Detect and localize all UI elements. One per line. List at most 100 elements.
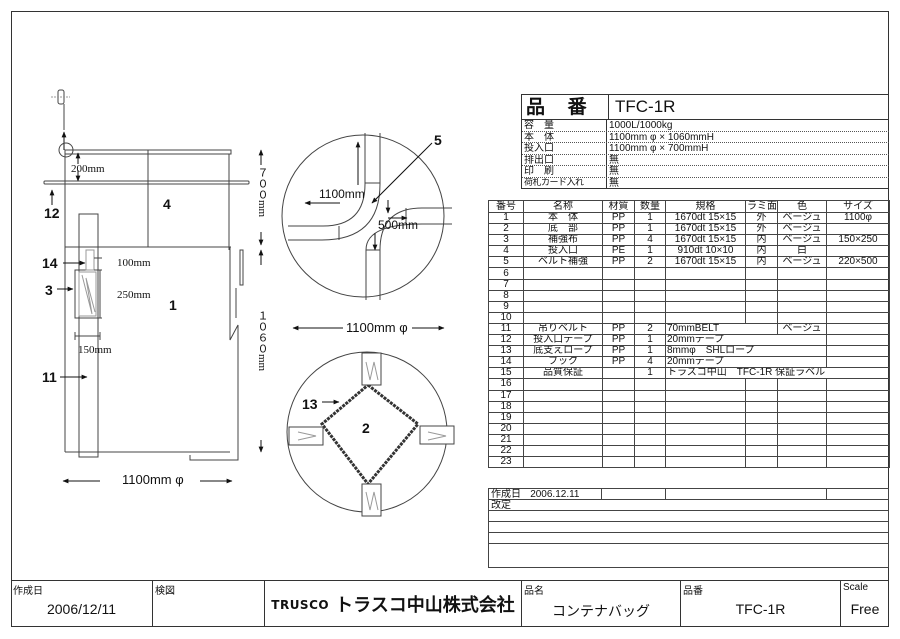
cell-lami — [745, 433, 778, 446]
cell-no: 22 — [488, 444, 524, 458]
cell-name: 品質保証 — [523, 367, 603, 380]
cell-name — [523, 300, 603, 313]
col-header-material: 材質 — [602, 200, 635, 213]
cell-spec: 1670dt 15×15 — [665, 211, 746, 225]
spec-key: 荷札カード入れ — [522, 177, 607, 188]
cell-no: 4 — [488, 245, 524, 258]
cell-name: 吊りベルト — [523, 322, 603, 336]
table-row: 22 — [488, 444, 890, 458]
tb-created-value: 2006/12/11 — [46, 601, 117, 617]
tb-scale: Scale Free — [841, 580, 889, 627]
callout-14: 14 — [42, 255, 58, 271]
cell-qty: 2 — [634, 256, 666, 269]
cell-size — [826, 267, 890, 280]
dim-250mm: 250mm — [117, 289, 151, 301]
cell-spec — [665, 422, 746, 435]
tb-created-label: 作成日 — [13, 586, 43, 597]
cell-material: PP — [602, 345, 635, 358]
cell-name: 底 部 — [523, 223, 603, 236]
cell-size — [826, 334, 890, 347]
spec-title-key: 品 番 — [522, 95, 609, 119]
cell-no: 21 — [488, 433, 524, 446]
spec-key: 印 刷 — [522, 166, 607, 177]
callout-11: 11 — [42, 369, 57, 385]
cell-qty — [634, 400, 666, 413]
cell-spec: 20mmテープ — [665, 334, 827, 347]
cell-qty — [634, 456, 666, 469]
cell-size — [826, 300, 890, 313]
cell-spec: 8mmφ SHLロープ — [665, 345, 827, 358]
cell-no: 14 — [488, 356, 524, 369]
callout-4: 4 — [163, 196, 171, 212]
dim-200mm: 200mm — [71, 163, 105, 175]
cell-lami: 外 — [745, 223, 778, 236]
cell-name — [523, 289, 603, 302]
cell-spec — [665, 311, 746, 324]
spec-row: 排出口無 — [522, 154, 889, 166]
cell-qty — [634, 311, 666, 324]
cell-color: 白 — [777, 245, 827, 258]
cell-size — [826, 245, 890, 258]
cell-no: 3 — [488, 234, 524, 247]
cell-spec: 910dt 10×10 — [665, 245, 746, 258]
cell-size — [826, 433, 890, 446]
spec-title-value: TFC-1R — [615, 97, 676, 116]
tb-scale-value: Free — [850, 601, 880, 617]
cell-spec — [665, 378, 746, 391]
cell-spec — [665, 456, 746, 469]
cell-color: ベージュ — [777, 256, 827, 269]
cell-lami — [745, 422, 778, 435]
cell-size: 150×250 — [826, 234, 890, 247]
spec-value: 1000L/1000kg — [609, 120, 673, 131]
callout-1: 1 — [169, 297, 177, 313]
cell-name — [523, 389, 603, 402]
cell-material — [602, 433, 635, 446]
cell-size — [826, 411, 890, 424]
col-header-color: 色 — [777, 200, 827, 213]
cell-name: 投入口 — [523, 245, 603, 258]
callout-13: 13 — [302, 396, 318, 412]
table-row: 18 — [488, 400, 890, 413]
tb-product-name: 品名 コンテナバッグ — [522, 580, 681, 627]
cell-color — [777, 267, 827, 280]
col-header-name: 名称 — [523, 200, 603, 213]
cell-spec — [665, 267, 746, 280]
cell-color — [777, 389, 827, 402]
spec-value: 無 — [609, 177, 619, 189]
created-value: 2006.12.11 — [530, 489, 580, 500]
cell-qty: 1 — [634, 223, 666, 236]
col-header-no: 番号 — [488, 200, 524, 213]
tb-product-no: 品番 TFC-1R — [681, 580, 841, 627]
callout-2: 2 — [362, 420, 370, 436]
cell-no: 5 — [488, 256, 524, 269]
cell-color: ベージュ — [777, 234, 827, 247]
dim-1100mm: 1100mm — [319, 187, 365, 201]
cell-color — [777, 278, 827, 291]
cell-material: PP — [602, 334, 635, 347]
cell-size — [826, 389, 890, 402]
cell-lami — [745, 267, 778, 280]
created-label: 作成日 — [491, 489, 521, 500]
cell-no: 6 — [488, 267, 524, 280]
cell-qty — [634, 267, 666, 280]
cell-size — [826, 400, 890, 413]
cell-qty — [634, 300, 666, 313]
dim-500mm: 500mm — [378, 218, 419, 232]
spec-value: 無 — [609, 154, 619, 166]
spec-header: 品 番 TFC-1R — [522, 95, 889, 120]
hook-icon — [51, 89, 70, 130]
cell-qty: 4 — [634, 234, 666, 247]
table-row: 10 — [488, 311, 890, 324]
cell-material — [602, 278, 635, 291]
cell-color — [777, 456, 827, 469]
dim-100mm: 100mm — [117, 257, 151, 269]
callout-5: 5 — [434, 132, 442, 148]
